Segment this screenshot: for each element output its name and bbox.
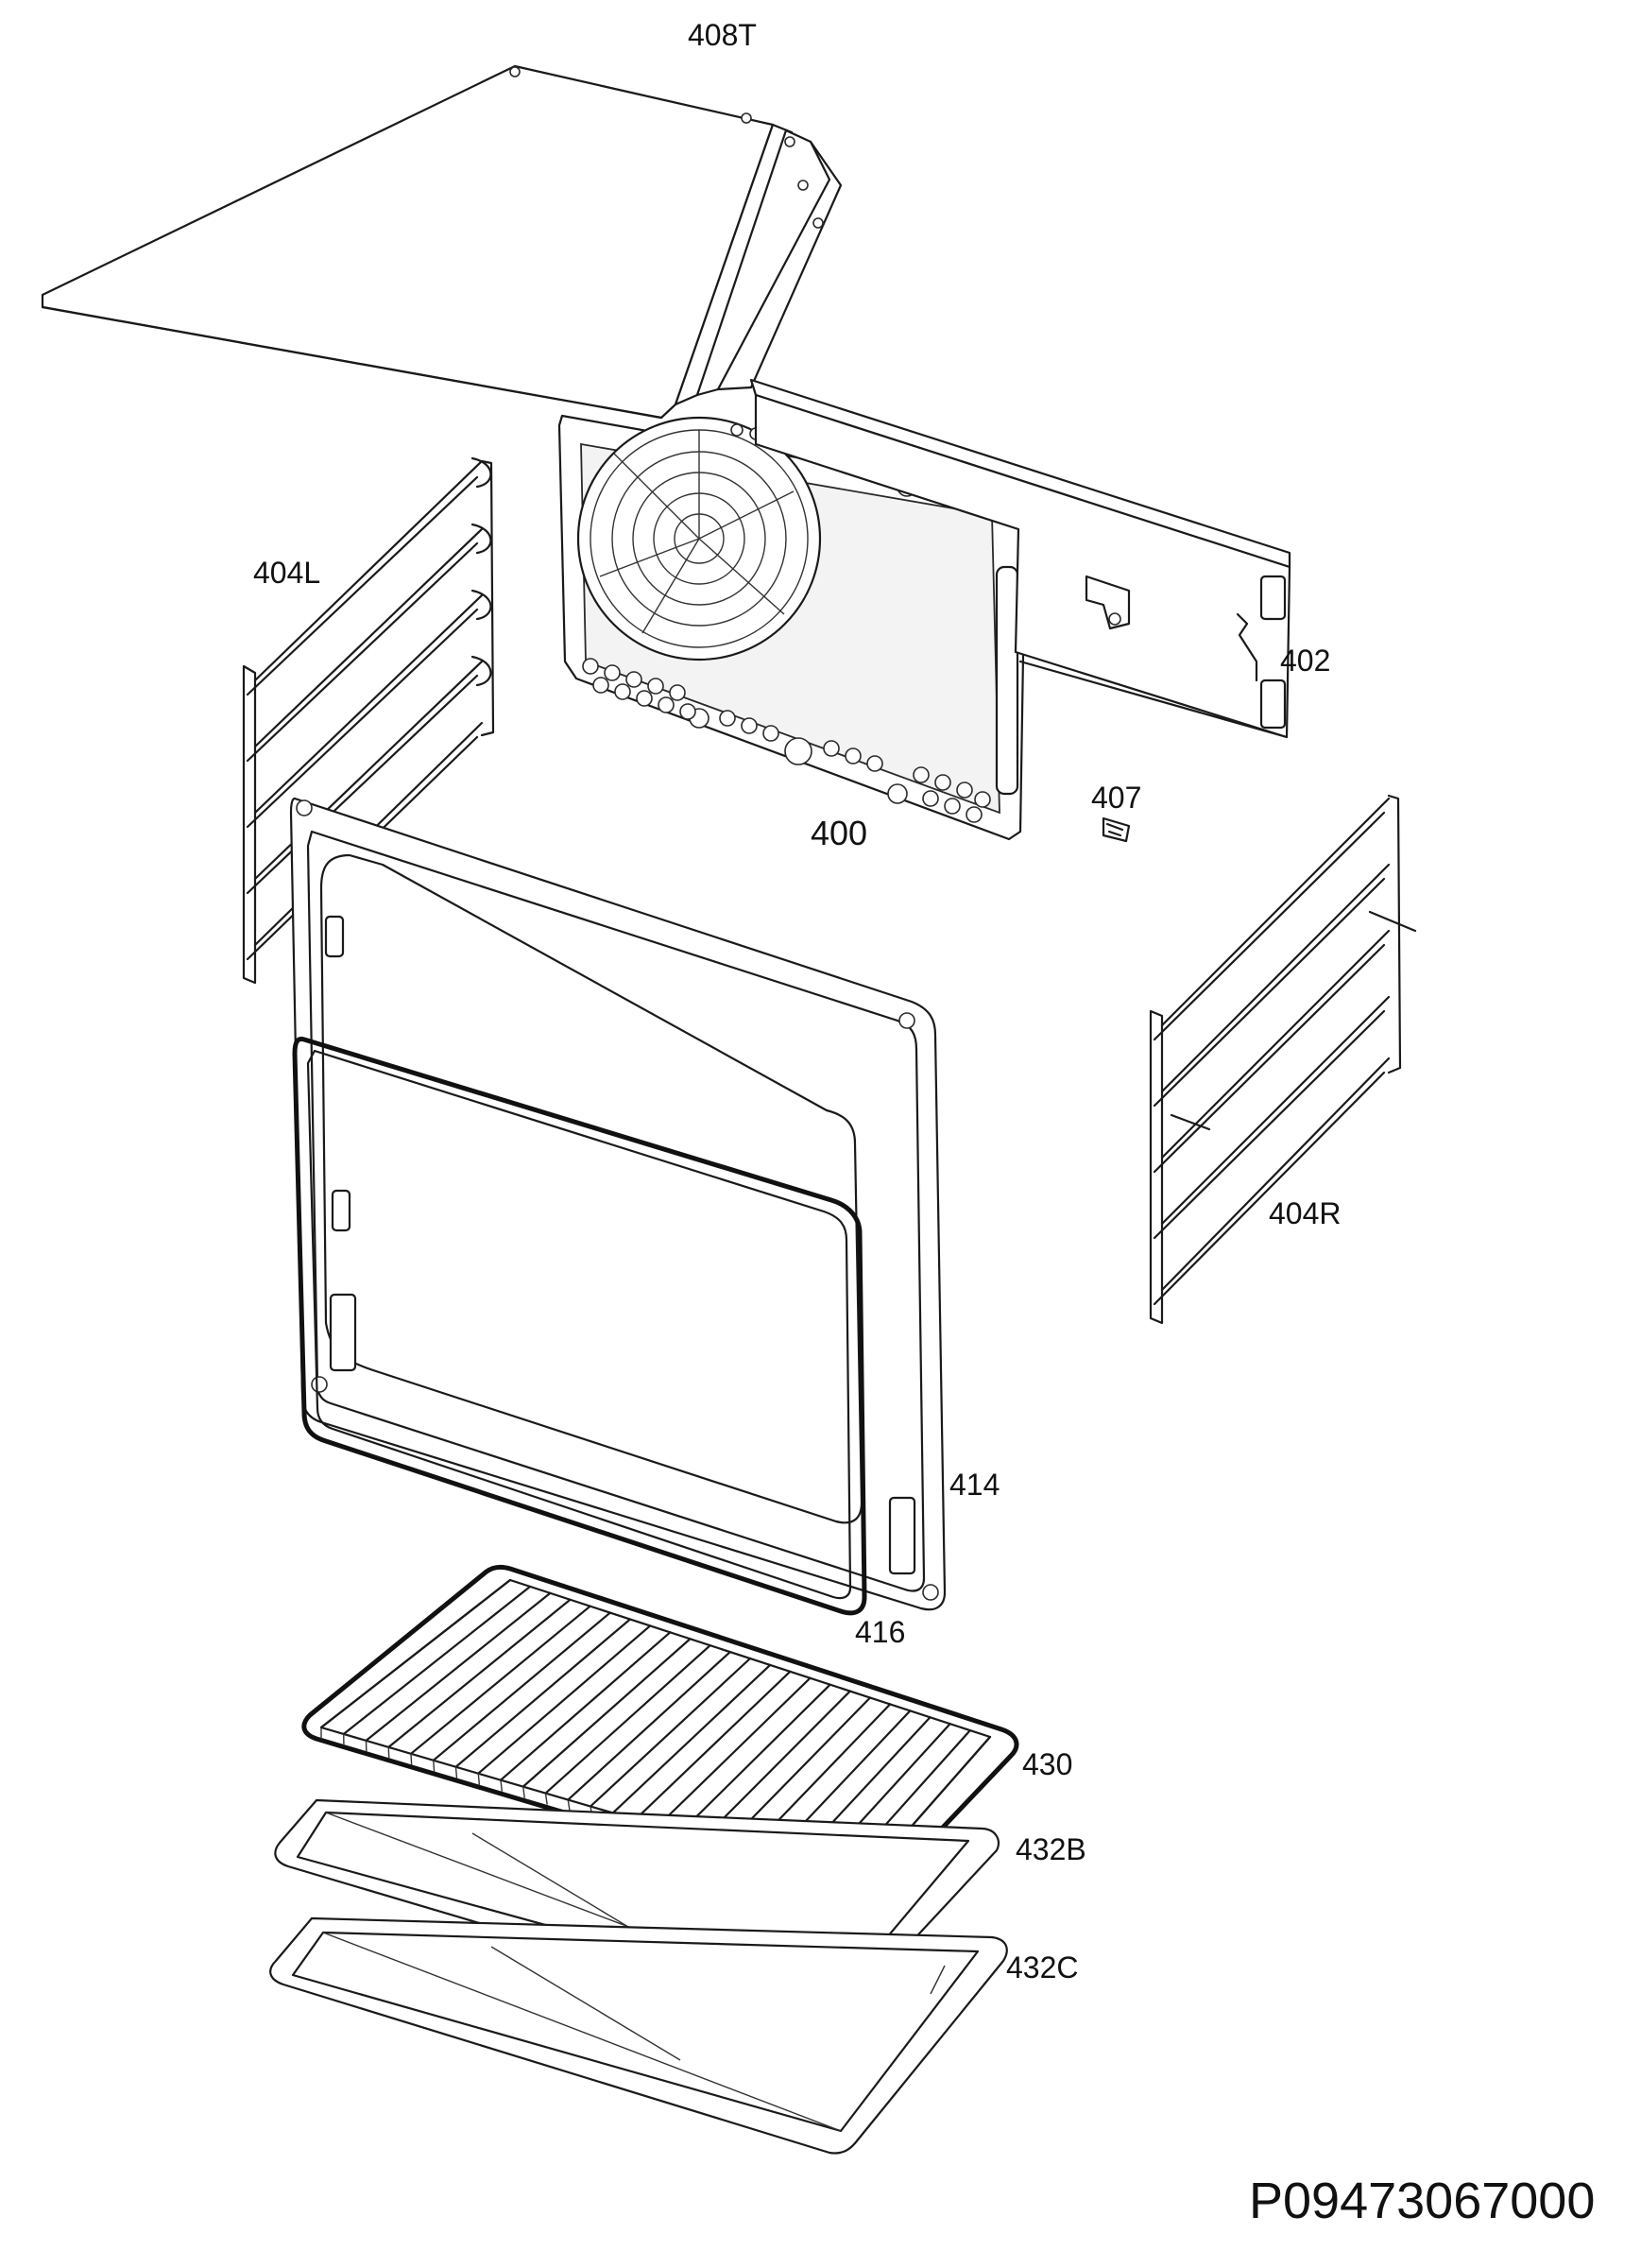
part-432C-deep-tray[interactable]: [269, 1916, 1008, 2155]
label-414: 414: [949, 1468, 1000, 1502]
label-416: 416: [855, 1615, 905, 1649]
label-432C: 432C: [1006, 1950, 1079, 1984]
vent-holes: [582, 423, 991, 823]
grill-bar: [387, 1598, 572, 1748]
label-432B: 432B: [1016, 1832, 1086, 1866]
label-400: 400: [811, 814, 867, 852]
grill-bar-foot: [410, 1753, 413, 1765]
label-430: 430: [1022, 1747, 1072, 1781]
part-400-cavity-back[interactable]: [557, 414, 1027, 841]
grill-bar: [611, 1663, 772, 1814]
grill-bar: [567, 1650, 731, 1801]
grill-bar: [365, 1591, 552, 1743]
label-404L: 404L: [253, 556, 320, 590]
grill-bar: [521, 1638, 692, 1788]
grill-bar: [499, 1631, 672, 1781]
part-402-side-rail[interactable]: [749, 378, 1291, 739]
part-404R-right-shelf-support[interactable]: [1149, 794, 1417, 1325]
grill-bar: [678, 1683, 831, 1834]
grill-bar: [634, 1670, 792, 1821]
part-414-door-frame[interactable]: [289, 797, 947, 1611]
grill-bar-foot: [500, 1779, 504, 1792]
grill-bar: [432, 1611, 611, 1761]
grill-bar-foot: [433, 1760, 436, 1772]
grill-bar-foot: [544, 1793, 548, 1805]
grill-bar-foot: [567, 1799, 571, 1812]
document-code: P09473067000: [1249, 2173, 1595, 2229]
part-416-door-seal[interactable]: [292, 1037, 867, 1616]
grill-bar-foot: [387, 1746, 390, 1759]
grill-bar-foot: [477, 1773, 481, 1785]
grill-bar: [409, 1605, 591, 1755]
label-402: 402: [1280, 644, 1330, 678]
label-404R: 404R: [1269, 1196, 1342, 1230]
part-407-clip[interactable]: [1102, 816, 1131, 843]
grill-bar: [342, 1585, 532, 1736]
grill-bar: [319, 1578, 512, 1729]
grill-bar: [657, 1676, 812, 1828]
part-404L-left-shelf-support[interactable]: [242, 456, 495, 985]
part-408T-top-cover[interactable]: [41, 64, 843, 420]
grill-bar-foot: [522, 1786, 525, 1798]
grill-bar: [701, 1690, 851, 1841]
label-407: 407: [1091, 781, 1141, 815]
label-408T: 408T: [688, 18, 757, 52]
grill-bar: [544, 1644, 711, 1795]
grill-bar-foot: [454, 1766, 458, 1778]
grill-bar: [454, 1618, 632, 1768]
grill-bar: [589, 1657, 752, 1808]
grill-bar: [477, 1624, 652, 1775]
